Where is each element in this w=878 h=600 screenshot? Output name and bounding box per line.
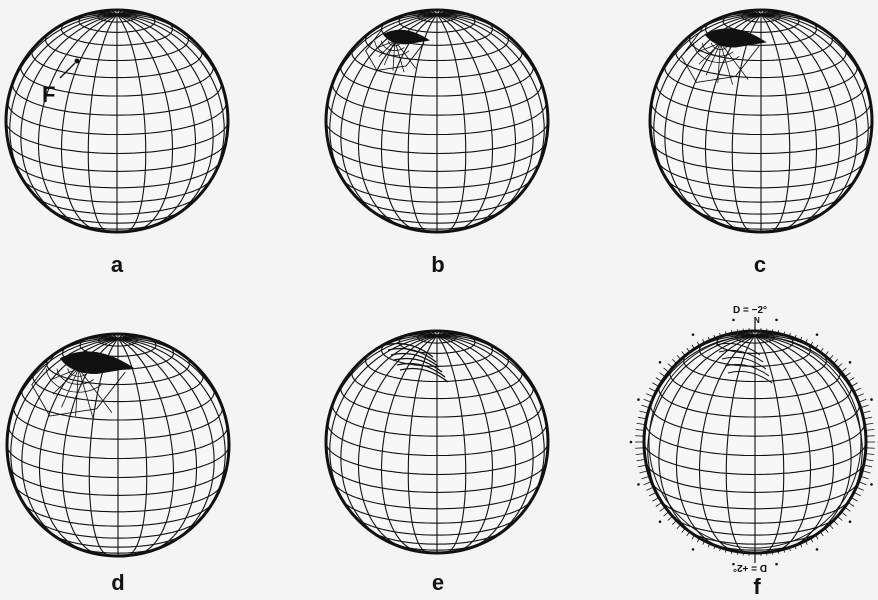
rim-dot <box>630 441 633 444</box>
globe-f <box>630 317 878 565</box>
feature-letter: F <box>42 82 55 108</box>
panel-label-e: e <box>432 570 444 596</box>
rim-dot <box>816 333 819 336</box>
rim-dot <box>692 548 695 551</box>
rim-tick <box>825 528 828 532</box>
rim-tick <box>845 507 851 511</box>
rim-tick <box>829 524 833 528</box>
rim-tick <box>660 507 666 511</box>
rim-dot <box>659 520 662 523</box>
panel-label-c: c <box>754 252 766 278</box>
rim-tick <box>861 405 869 408</box>
rim-tick <box>851 383 857 387</box>
bottom-declination-label: D = +2° <box>733 562 767 573</box>
rim-dot <box>775 319 778 322</box>
rim-dot <box>659 361 662 364</box>
rim-tick <box>649 388 656 392</box>
rim-tick <box>837 516 842 520</box>
rim-tick <box>848 502 854 506</box>
panel-label-d: d <box>111 570 124 596</box>
rim-tick <box>664 512 669 516</box>
globe-b <box>326 10 548 232</box>
rim-tick <box>641 405 649 408</box>
globe-c <box>650 10 872 232</box>
feature-point <box>75 59 80 64</box>
rim-tick <box>682 528 685 532</box>
rim-dot <box>637 483 640 486</box>
rim-tick <box>668 364 673 368</box>
globe-a <box>6 10 228 232</box>
rim-tick <box>829 355 833 359</box>
rim-tick <box>854 388 861 392</box>
rim-tick <box>649 492 656 496</box>
rim-tick <box>656 378 662 382</box>
rim-dot <box>775 563 778 566</box>
rim-tick <box>672 359 676 363</box>
rim-tick <box>841 368 846 372</box>
rim-tick <box>859 482 867 485</box>
rim-tick <box>644 482 652 485</box>
globe-d <box>7 334 229 556</box>
rim-tick <box>660 373 666 377</box>
rim-tick <box>641 476 649 479</box>
rim-tick <box>833 520 837 524</box>
rim-tick <box>646 394 653 397</box>
rim-dot <box>732 319 735 322</box>
rim-tick <box>677 355 681 359</box>
rim-tick <box>668 516 673 520</box>
rim-dot <box>870 483 873 486</box>
rim-tick <box>856 394 863 397</box>
rim-dot <box>637 398 640 401</box>
rim-tick <box>848 378 854 382</box>
rim-dot <box>816 548 819 551</box>
rim-tick <box>664 368 669 372</box>
rim-dot <box>692 333 695 336</box>
panel-label-b: b <box>431 252 444 278</box>
rim-tick <box>652 498 658 502</box>
rim-tick <box>859 399 867 402</box>
rim-dot <box>870 398 873 401</box>
rim-tick <box>656 502 662 506</box>
rim-tick <box>825 352 828 356</box>
rim-tick <box>841 512 846 516</box>
rim-tick <box>652 383 658 387</box>
panel-label-a: a <box>111 252 123 278</box>
rim-tick <box>854 492 861 496</box>
rim-tick <box>682 352 685 356</box>
rim-tick <box>644 399 652 402</box>
rim-tick <box>672 520 676 524</box>
rim-tick <box>861 476 869 479</box>
rim-dot <box>849 361 852 364</box>
top-declination-label: D = −2° <box>733 305 767 316</box>
rim-tick <box>837 364 842 368</box>
rim-tick <box>646 487 653 490</box>
north-mark: N <box>754 316 760 325</box>
rim-tick <box>677 524 681 528</box>
rim-tick <box>856 487 863 490</box>
rim-tick <box>845 373 851 377</box>
globe-e <box>326 331 548 553</box>
rim-dot <box>849 520 852 523</box>
rim-tick <box>851 498 857 502</box>
rim-tick <box>833 359 837 363</box>
panel-label-f: f <box>753 574 760 600</box>
